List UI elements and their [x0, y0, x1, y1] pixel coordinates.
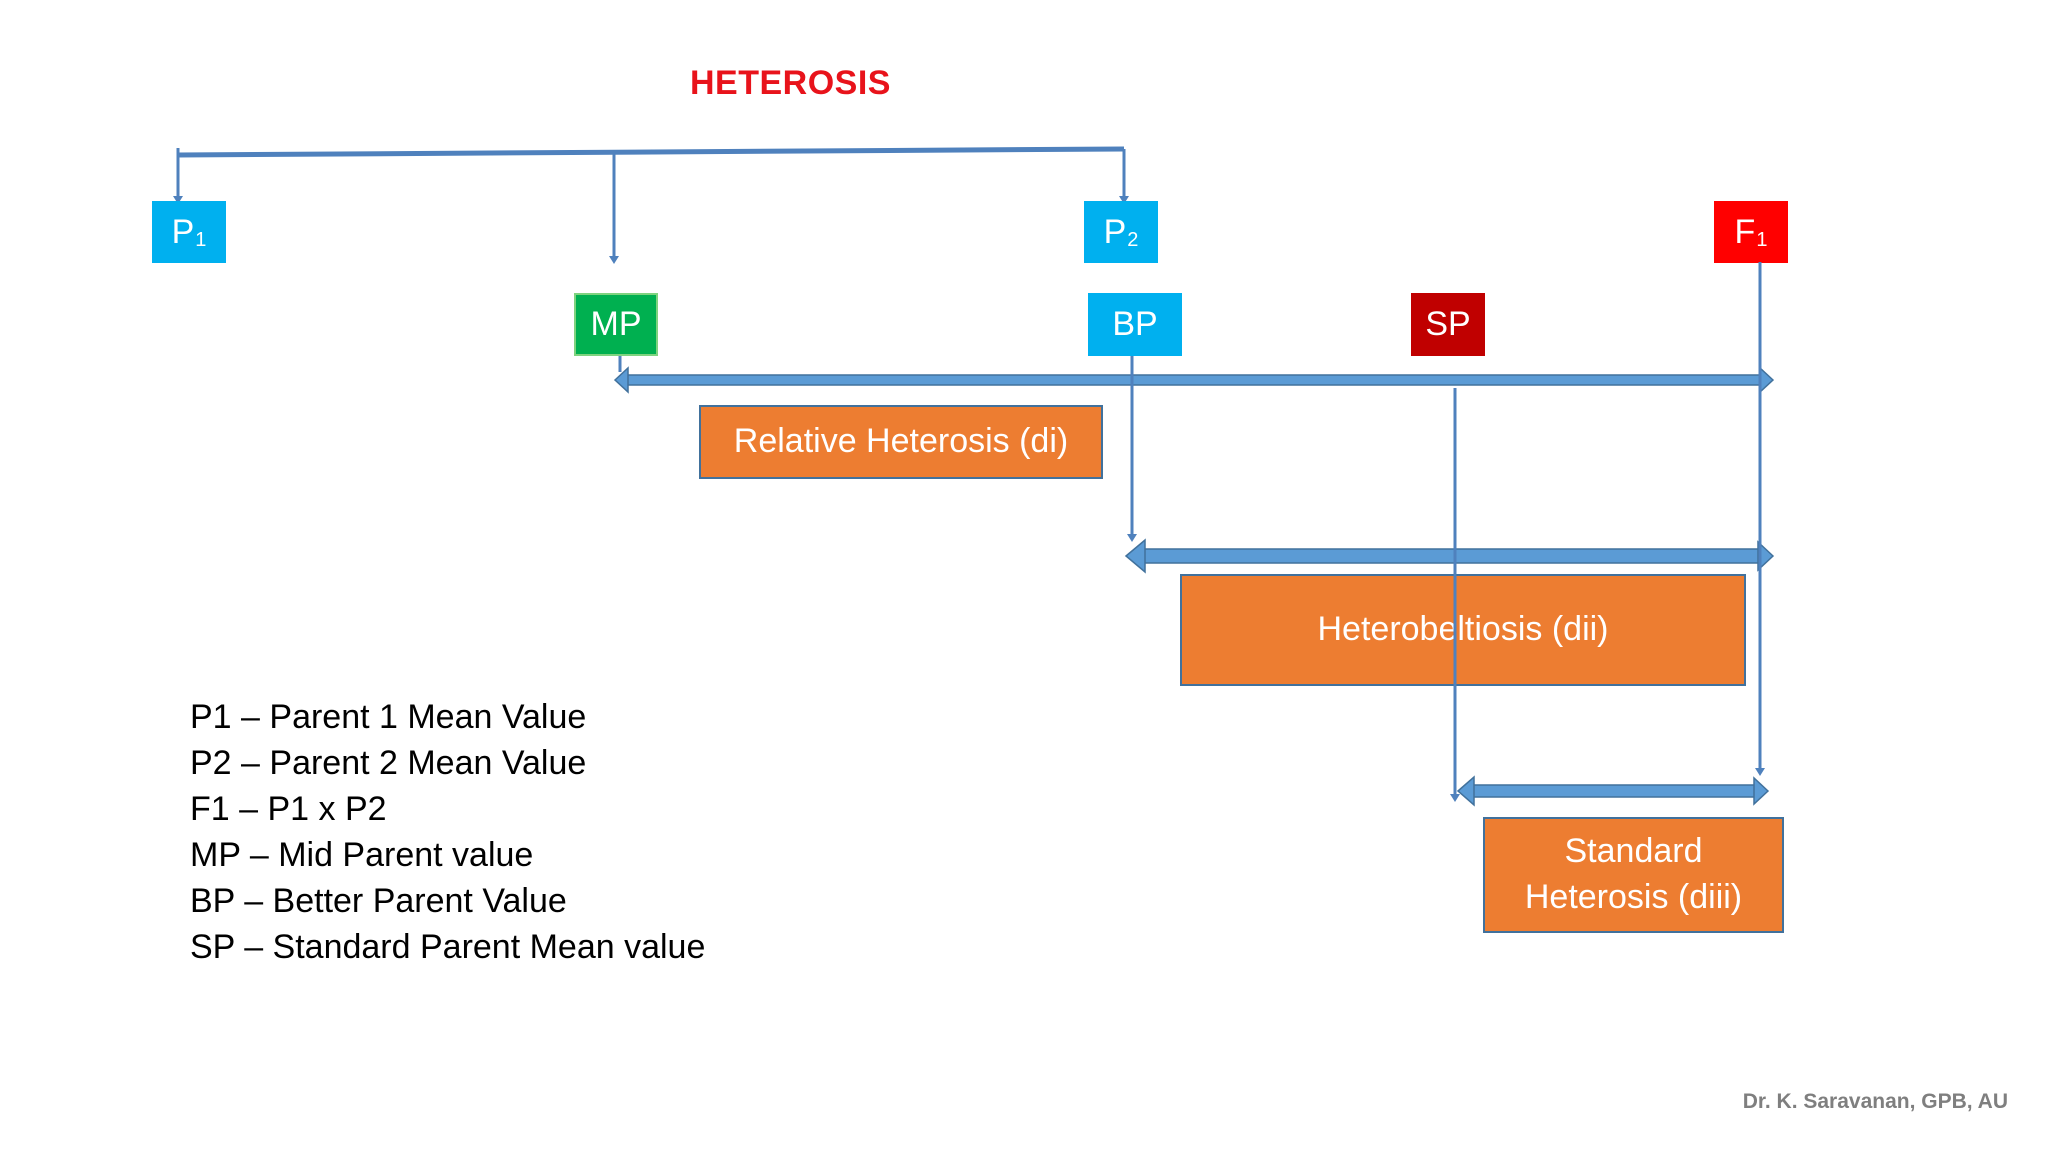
heterobeltiosis-box: Heterobeltiosis (dii): [1180, 574, 1746, 686]
drop-to-mp-tip: [609, 256, 619, 264]
standard-heterosis-box: Standard Heterosis (diii): [1483, 817, 1784, 933]
p2-label: P: [1103, 212, 1127, 251]
standard-heterosis-line2: Heterosis (diii): [1524, 878, 1743, 916]
top-bracket-line: [177, 146, 1125, 158]
mid-parent-box: MP: [574, 293, 658, 356]
relative-arrow-shaft: [624, 374, 1762, 386]
standard-parent-box: SP: [1411, 293, 1485, 356]
heterobeltiosis-arrow-left-head: [1124, 538, 1146, 574]
relative-arrow-left-head: [613, 366, 629, 394]
standard-heterosis-line1: Standard: [1564, 832, 1703, 871]
legend-item-f1: F1 – P1 x P2: [190, 790, 387, 828]
relative-heterosis-box: Relative Heterosis (di): [699, 405, 1103, 479]
relative-arrow-right-head: [1759, 366, 1775, 394]
legend-item-mp: MP – Mid Parent value: [190, 836, 534, 874]
f1-subscript: 1: [1756, 228, 1768, 251]
drop-to-p1-tip: [173, 196, 183, 204]
f1-label: F: [1734, 212, 1756, 251]
bp-down-tip: [1127, 534, 1137, 542]
legend-item-p1: P1 – Parent 1 Mean Value: [190, 698, 587, 736]
p1-subscript: 1: [195, 228, 207, 251]
diagram-title: HETEROSIS: [690, 64, 891, 102]
better-parent-box: BP: [1088, 293, 1182, 356]
drop-to-p2-tip: [1119, 196, 1129, 204]
heterobeltiosis-arrow-shaft: [1143, 548, 1761, 564]
standard-arrow-right-head: [1753, 776, 1770, 806]
legend-item-sp: SP – Standard Parent Mean value: [190, 928, 706, 966]
legend-item-bp: BP – Better Parent Value: [190, 882, 567, 920]
p2-subscript: 2: [1127, 228, 1139, 251]
heterobeltiosis-arrow-right-head: [1757, 540, 1775, 572]
legend-item-p2: P2 – Parent 2 Mean Value: [190, 744, 587, 782]
p1-label: P: [171, 212, 195, 251]
standard-arrow-left-head: [1456, 775, 1475, 807]
standard-arrow-shaft: [1471, 784, 1757, 798]
author-credit: Dr. K. Saravanan, GPB, AU: [1742, 1090, 2008, 1113]
legend: P1 – Parent 1 Mean Value P2 – Parent 2 M…: [190, 694, 705, 970]
